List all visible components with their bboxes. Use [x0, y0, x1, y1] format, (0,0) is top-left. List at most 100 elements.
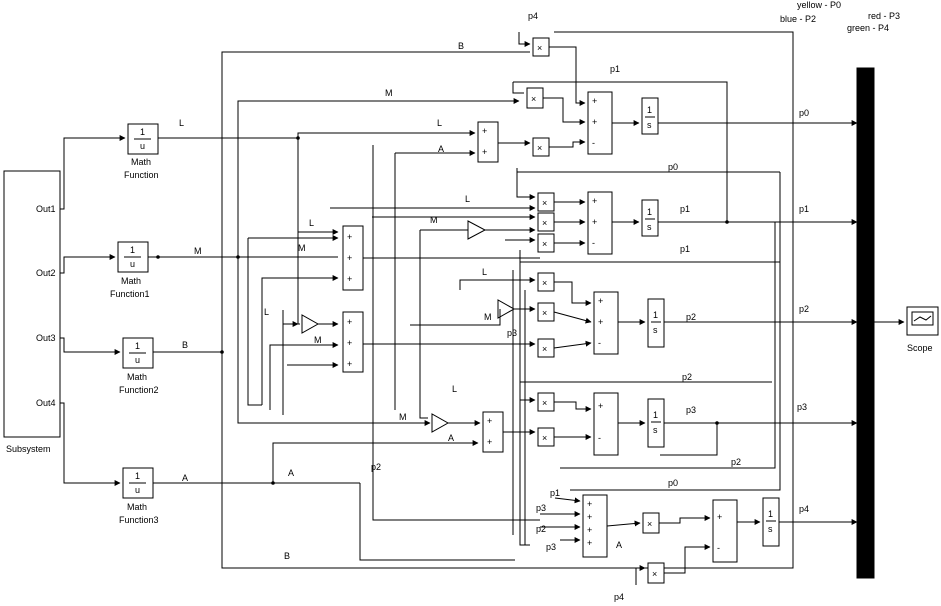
sum-block-p3pre[interactable]: + + — [482, 411, 504, 453]
subsystem-block[interactable]: Out1 Out2 Out3 Out4 — [3, 170, 61, 438]
product-symbol: × — [542, 398, 547, 408]
sum-sign: + — [592, 196, 597, 206]
product-block-p3a[interactable]: × — [537, 392, 555, 412]
signal-label-A-p4: A — [616, 540, 622, 550]
product-block-p2b[interactable]: × — [537, 302, 555, 322]
sum-block-p4out[interactable]: + - — [712, 499, 738, 563]
signal-label-M-p1: M — [430, 215, 438, 225]
sum-block-2[interactable]: + + + — [342, 311, 364, 373]
product-block-m[interactable]: × — [526, 87, 544, 109]
math-function2-num: 1 — [135, 341, 140, 351]
product-block-p4b[interactable]: × — [647, 562, 665, 584]
signal-label-p2-bot: p2 — [731, 457, 741, 467]
sum-sign: + — [347, 338, 352, 348]
sum-sign: + — [598, 296, 603, 306]
product-block-p2c[interactable]: × — [537, 338, 555, 358]
gain-block-p3[interactable] — [431, 413, 450, 433]
gain-block-p1[interactable] — [467, 220, 487, 240]
signal-label-p2-out: p2 — [799, 304, 809, 314]
product-symbol: × — [542, 218, 547, 228]
subsystem-label: Subsystem — [6, 444, 51, 454]
sum-sign: - — [598, 433, 601, 443]
signal-label-A-bot: A — [288, 468, 294, 478]
integrator-den: s — [647, 222, 652, 232]
signal-label-p3-p2: p3 — [507, 328, 517, 338]
gain-block-1[interactable] — [301, 314, 320, 334]
math-function2-label: Math — [127, 372, 147, 382]
signal-label-L-p3: L — [452, 384, 457, 394]
product-block-p4[interactable]: × — [532, 37, 550, 57]
math-function1-block[interactable]: 1 u — [117, 241, 149, 273]
signal-label-B-bottom: B — [284, 551, 290, 561]
signal-label-p0-bot: p0 — [668, 478, 678, 488]
signal-label-p3-p4b: p3 — [546, 542, 556, 552]
math-function2-block[interactable]: 1 u — [122, 337, 154, 369]
signal-label-p1-int: p1 — [680, 204, 690, 214]
product-symbol: × — [652, 569, 657, 579]
signal-label-p4-top: p4 — [528, 11, 538, 21]
product-block-a[interactable]: × — [532, 137, 550, 157]
subsystem-port-out2: Out2 — [36, 268, 56, 278]
product-symbol: × — [542, 239, 547, 249]
signal-label-B-top: B — [458, 41, 464, 51]
mux-block[interactable] — [856, 67, 875, 579]
math-function1-sublabel: Function1 — [110, 289, 150, 299]
math-function1-num: 1 — [130, 245, 135, 255]
sum-sign: + — [592, 96, 597, 106]
sum-sign: + — [482, 126, 487, 136]
signal-label-A-top: A — [438, 144, 444, 154]
signal-label-L: L — [179, 118, 184, 128]
signal-label-M-p2: M — [484, 312, 492, 322]
sum-block-p0[interactable]: + + - — [587, 91, 613, 155]
product-block-p1a[interactable]: × — [537, 192, 555, 212]
sum-sign: + — [592, 217, 597, 227]
sum-sign: - — [592, 238, 595, 248]
signal-label-L-mid: L — [309, 218, 314, 228]
signal-label-M-top: M — [385, 88, 393, 98]
sum-block-p4[interactable]: + + + + — [582, 494, 608, 558]
sum-block-top[interactable]: + + — [477, 121, 499, 163]
integrator-num: 1 — [768, 509, 773, 519]
signal-label-p4-out: p4 — [799, 504, 809, 514]
product-block-p2a[interactable]: × — [537, 272, 555, 292]
integrator-num: 1 — [653, 310, 658, 320]
signal-label-L-top: L — [437, 118, 442, 128]
sum-sign: + — [587, 538, 592, 548]
signal-label-M-sum2: M — [314, 335, 322, 345]
sum-sign: + — [587, 499, 592, 509]
sum-sign: + — [587, 512, 592, 522]
math-function-label: Math — [131, 157, 151, 167]
subsystem-port-out1: Out1 — [36, 204, 56, 214]
signal-label-p2-p4: p2 — [536, 524, 546, 534]
integrator-p4[interactable]: 1 s — [762, 497, 780, 547]
integrator-p0[interactable]: 1 s — [641, 97, 659, 135]
integrator-p1[interactable]: 1 s — [641, 199, 659, 237]
sum-sign: - — [592, 138, 595, 148]
signal-label-L-p2: L — [482, 267, 487, 277]
product-block-p4a[interactable]: × — [642, 512, 660, 534]
sum-block-p1[interactable]: + + - — [587, 191, 613, 255]
integrator-p3[interactable]: 1 s — [647, 398, 665, 448]
gain-block-p2[interactable] — [497, 299, 516, 319]
signal-label-p2-feed: p2 — [682, 372, 692, 382]
integrator-den: s — [768, 524, 773, 534]
integrator-p2[interactable]: 1 s — [647, 298, 665, 348]
product-block-p1c[interactable]: × — [537, 233, 555, 253]
sum-sign: + — [598, 317, 603, 327]
sum-block-p2[interactable]: + + - — [593, 291, 619, 355]
sum-block-p3[interactable]: + - — [593, 392, 619, 456]
sum-sign: + — [487, 437, 492, 447]
math-function-block[interactable]: 1 u — [127, 123, 159, 155]
sum-sign: + — [487, 416, 492, 426]
math-function3-block[interactable]: 1 u — [122, 467, 154, 499]
scope-block[interactable] — [906, 306, 939, 336]
signal-label-p1-top: p1 — [610, 64, 620, 74]
legend-blue: blue - P2 — [780, 14, 816, 24]
product-block-p3b[interactable]: × — [537, 427, 555, 447]
signal-label-B: B — [182, 340, 188, 350]
sum-block-1[interactable]: + + + — [342, 225, 364, 291]
math-function3-num: 1 — [135, 471, 140, 481]
signal-label-L-p1: L — [465, 194, 470, 204]
product-block-p1b[interactable]: × — [537, 212, 555, 232]
